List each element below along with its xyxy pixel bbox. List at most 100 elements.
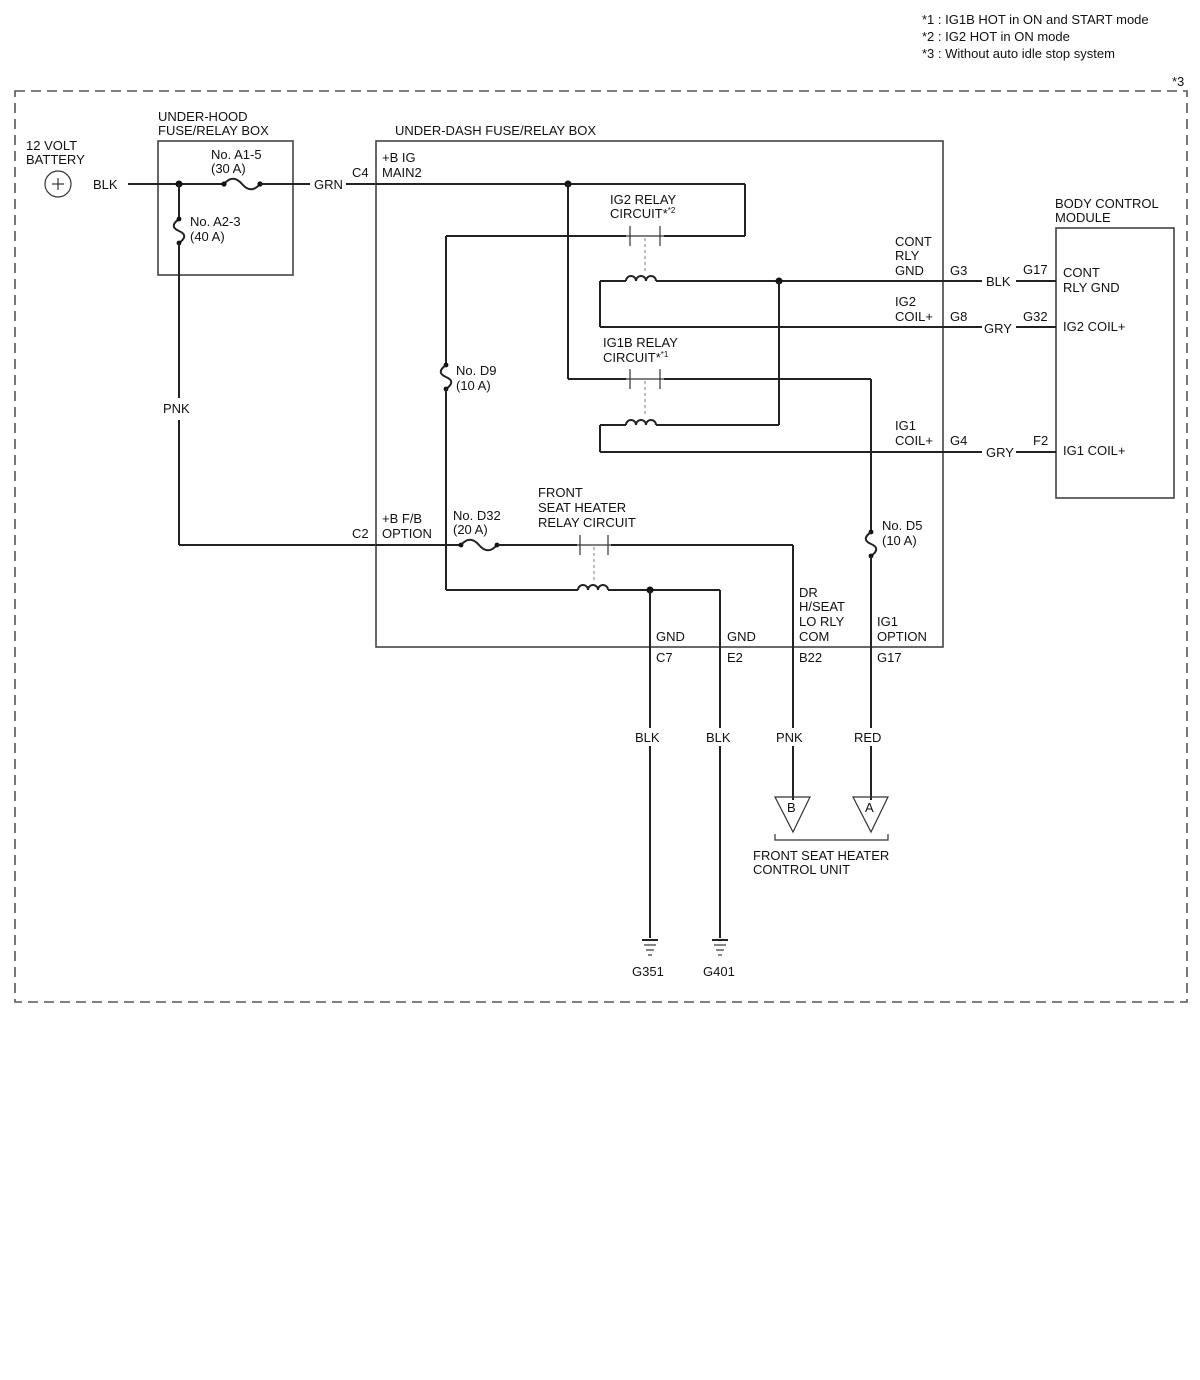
underhood-box <box>157 140 294 276</box>
bcm-title-2: MODULE <box>1055 210 1111 225</box>
terminal-b-label: B <box>787 800 796 815</box>
fuse-d32-label: No. D32 <box>453 508 501 523</box>
battery <box>44 170 72 198</box>
wire-red-g17: RED <box>854 730 881 745</box>
ig1-option-2: OPTION <box>877 629 927 644</box>
seat-heater-unit-2: CONTROL UNIT <box>753 862 850 877</box>
fuse-a23-icon <box>172 218 186 244</box>
wire-pnk-label: PNK <box>163 401 190 416</box>
front-seat-heater-relay-switch <box>577 535 611 582</box>
underdash-box <box>375 140 944 648</box>
bcm-conn-g32: G32 <box>1023 309 1048 324</box>
gnd-label-1: GND <box>656 629 685 644</box>
seat-heater-unit-1: FRONT SEAT HEATER <box>753 848 889 863</box>
ig1-option-1: IG1 <box>877 614 898 629</box>
gnd-label-2: GND <box>727 629 756 644</box>
underhood-title-1: UNDER-HOOD <box>158 109 248 124</box>
bcm-title-1: BODY CONTROL <box>1055 196 1159 211</box>
terminal-b-icon <box>774 796 811 834</box>
ig2-relay-label-1: IG2 RELAY <box>610 192 677 207</box>
front-relay-label-3: RELAY CIRCUIT <box>538 515 636 530</box>
dr-label-2: H/SEAT <box>799 599 845 614</box>
cont-rly-gnd-2: RLY <box>895 248 920 263</box>
fuse-a15-rating: (30 A) <box>211 161 246 176</box>
dr-label-4: COM <box>799 629 829 644</box>
ground-g401-icon <box>712 939 728 956</box>
ground-g351-icon <box>642 939 658 956</box>
conn-g3: G3 <box>950 263 967 278</box>
ig2-coil-2: COIL+ <box>895 309 933 324</box>
battery-label-2: BATTERY <box>26 152 85 167</box>
bcm-ig1-coil: IG1 COIL+ <box>1063 443 1126 458</box>
fuse-d32-icon <box>460 538 498 552</box>
front-seat-heater-relay-coil <box>446 584 720 591</box>
scope-frame <box>14 90 1188 1003</box>
wire-gry-ig1: GRY <box>986 445 1014 460</box>
main2-label-2: MAIN2 <box>382 165 422 180</box>
fuse-d32-rating: (20 A) <box>453 522 488 537</box>
wire-blk-g351: BLK <box>635 730 660 745</box>
fuse-d5-label: No. D5 <box>882 518 922 533</box>
bfb-label-1: +B F/B <box>382 511 422 526</box>
note-1: *1 : IG1B HOT in ON and START mode <box>922 12 1149 27</box>
fuse-a15-label: No. A1-5 <box>211 147 262 162</box>
ig1b-relay-label-1: IG1B RELAY <box>603 335 678 350</box>
wire-blk-bcm: BLK <box>986 274 1011 289</box>
bcm-cont-rly-gnd-2: RLY GND <box>1063 280 1120 295</box>
conn-c7: C7 <box>656 650 673 665</box>
fuse-a23-rating: (40 A) <box>190 229 225 244</box>
ig2-coil-1: IG2 <box>895 294 916 309</box>
wire-gry-ig2: GRY <box>984 321 1012 336</box>
bcm-box <box>1055 227 1175 499</box>
note-3: *3 : Without auto idle stop system <box>922 46 1115 61</box>
bcm-ig2-coil: IG2 COIL+ <box>1063 319 1126 334</box>
main2-label-1: +B IG <box>382 150 416 165</box>
note-2: *2 : IG2 HOT in ON mode <box>922 29 1070 44</box>
ig2-relay-label-2: CIRCUIT**2 <box>610 206 676 221</box>
fuse-a23-label: No. A2-3 <box>190 214 241 229</box>
bcm-cont-rly-gnd-1: CONT <box>1063 265 1100 280</box>
terminal-a-icon <box>852 796 889 834</box>
fuse-d9-rating: (10 A) <box>456 378 491 393</box>
ig1-coil-2: COIL+ <box>895 433 933 448</box>
wire-pnk-b22: PNK <box>776 730 803 745</box>
frame-mark: *3 <box>1172 74 1184 89</box>
ig1b-relay-coil <box>600 419 779 426</box>
bcm-conn-f2: F2 <box>1033 433 1048 448</box>
bcm-conn-g17: G17 <box>1023 262 1048 277</box>
terminal-a-label: A <box>865 800 874 815</box>
wire-grn-label: GRN <box>314 177 343 192</box>
front-relay-label-2: SEAT HEATER <box>538 500 626 515</box>
wire-blk-g401: BLK <box>706 730 731 745</box>
ig2-relay-coil <box>600 275 1024 282</box>
conn-e2: E2 <box>727 650 743 665</box>
dr-label-1: DR <box>799 585 818 600</box>
underdash-title: UNDER-DASH FUSE/RELAY BOX <box>395 123 596 138</box>
battery-icon <box>44 170 72 198</box>
fuse-d5-icon <box>864 531 878 557</box>
conn-c4: C4 <box>352 165 369 180</box>
cont-rly-gnd-1: CONT <box>895 234 932 249</box>
fuse-a15-icon <box>223 177 261 191</box>
conn-b22: B22 <box>799 650 822 665</box>
ig1-coil-1: IG1 <box>895 418 916 433</box>
ig1b-relay-label-2: CIRCUIT**1 <box>603 350 669 365</box>
conn-g8: G8 <box>950 309 967 324</box>
ig1b-relay-switch <box>626 369 664 416</box>
dr-label-3: LO RLY <box>799 614 845 629</box>
ground-g351-label: G351 <box>632 964 664 979</box>
underhood-title-2: FUSE/RELAY BOX <box>158 123 269 138</box>
cont-rly-gnd-3: GND <box>895 263 924 278</box>
ground-g401-label: G401 <box>703 964 735 979</box>
front-relay-label-1: FRONT <box>538 485 583 500</box>
battery-wire-color: BLK <box>93 177 118 192</box>
fuse-d9-icon <box>439 364 453 390</box>
fuse-d9-label: No. D9 <box>456 363 496 378</box>
conn-c2: C2 <box>352 526 369 541</box>
fuse-d5-rating: (10 A) <box>882 533 917 548</box>
ig2-relay-switch <box>446 226 664 272</box>
conn-g4: G4 <box>950 433 967 448</box>
battery-label-1: 12 VOLT <box>26 138 77 153</box>
conn-g17: G17 <box>877 650 902 665</box>
